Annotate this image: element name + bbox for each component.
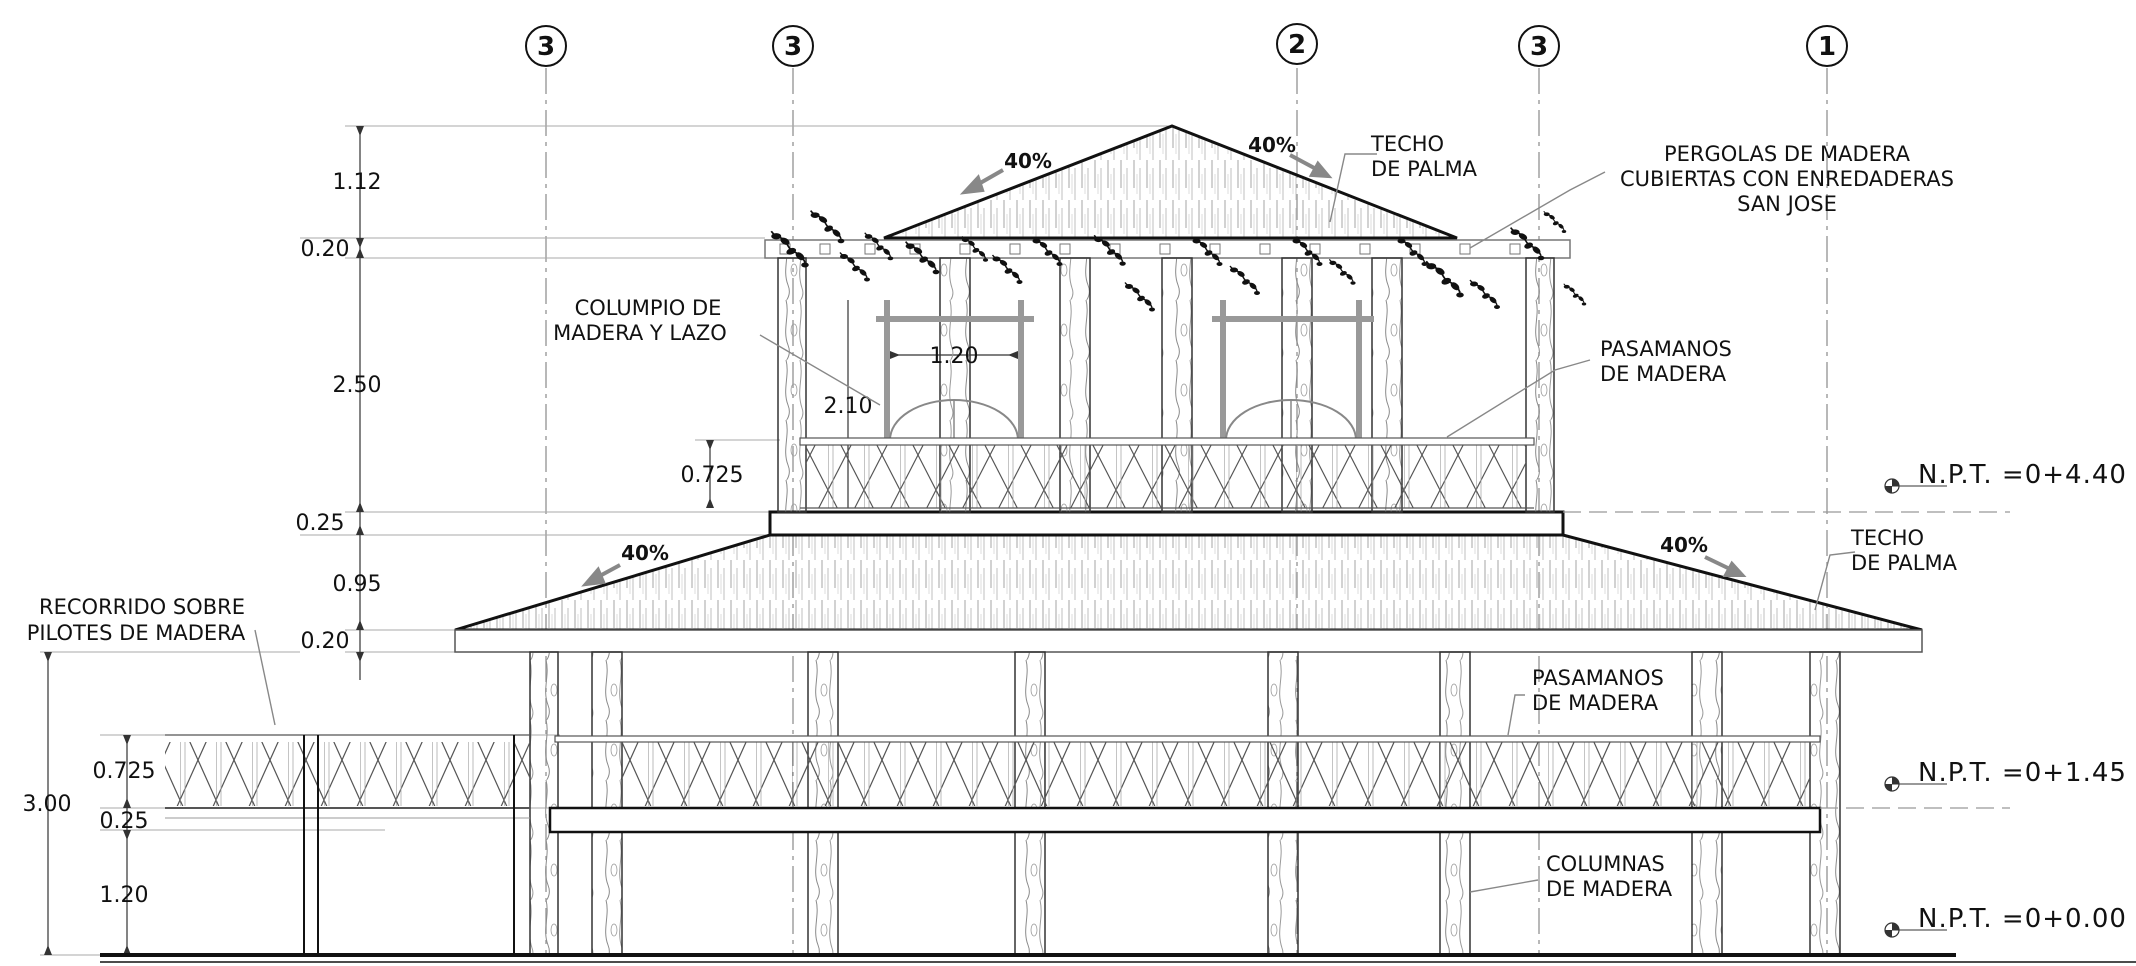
note-line: CUBIERTAS CON ENREDADERAS: [1620, 167, 1954, 191]
slope-label: 40%: [1248, 133, 1296, 157]
grid-marker-circle: [1518, 25, 1560, 67]
upper-railing: [799, 437, 1535, 509]
level-label-ground: N.P.T. =0+0.00: [1918, 904, 2127, 934]
note-line: DE PALMA: [1371, 157, 1478, 181]
boardwalk: [165, 734, 530, 955]
dim-label: 0.725: [681, 463, 744, 488]
annotation-columnas: COLUMNAS DE MADERA: [1546, 852, 1673, 901]
dim-label: 0.725: [93, 759, 156, 784]
grid-marker-label: 3: [1530, 32, 1548, 62]
note-line: MADERA Y LAZO: [553, 321, 727, 345]
annotation-pasamanos-upper: PASAMANOS DE MADERA: [1600, 337, 1732, 386]
lower-railing: [548, 735, 1822, 834]
annotation-columpio: COLUMPIO DE MADERA Y LAZO: [553, 296, 727, 345]
dim-label: 1.20: [100, 883, 149, 908]
dimension-lines: [47, 126, 1018, 955]
level-label-middle: N.P.T. =0+1.45: [1918, 758, 2127, 788]
note-line: DE MADERA: [1532, 691, 1659, 715]
dim-label: 0.25: [296, 511, 345, 536]
note-line: TECHO: [1850, 526, 1924, 550]
dimension-labels-upper: 1.12 0.20 2.50 0.725 0.25 0.95 0.20: [296, 170, 744, 654]
grid-marker-label: 2: [1288, 30, 1306, 60]
grid-marker-circle: [1806, 25, 1848, 67]
note-line: DE PALMA: [1851, 551, 1958, 575]
note-line: PILOTES DE MADERA: [27, 621, 246, 645]
annotation-techo-upper: TECHO DE PALMA: [1370, 132, 1478, 181]
swing-left: [876, 300, 1034, 441]
dim-label: 0.95: [333, 572, 382, 597]
upper-roof: [764, 124, 1571, 259]
grid-marker-circle: [1276, 23, 1318, 65]
note-line: COLUMNAS: [1546, 852, 1665, 876]
dim-label: 0.20: [301, 237, 350, 262]
annotation-recorrido: RECORRIDO SOBRE PILOTES DE MADERA: [27, 595, 246, 645]
pergola-height-label: 2.10: [824, 394, 873, 419]
note-line: PERGOLAS DE MADERA: [1664, 142, 1911, 166]
lower-floor-beam: [548, 806, 1822, 834]
annotation-pasamanos-lower: PASAMANOS DE MADERA: [1532, 666, 1664, 715]
slope-label: 40%: [1004, 149, 1052, 173]
note-line: PASAMANOS: [1532, 666, 1664, 690]
note-line: COLUMPIO DE: [575, 296, 722, 320]
dim-label: 0.25: [100, 809, 149, 834]
grid-marker-circle: [525, 25, 567, 67]
swing-right: [1212, 300, 1374, 441]
leader-lines: [254, 153, 1856, 893]
slope-label: 40%: [621, 541, 669, 565]
grid-marker-circle: [772, 25, 814, 67]
level-label-upper: N.P.T. =0+4.40: [1918, 460, 2127, 490]
note-line: DE MADERA: [1600, 362, 1727, 386]
ground-line: [100, 953, 2136, 963]
grid-marker-label: 3: [784, 32, 802, 62]
annotation-techo-lower: TECHO DE PALMA: [1850, 526, 1958, 575]
grid-marker-label: 1: [1818, 32, 1836, 62]
lower-roof: [454, 533, 1923, 653]
note-line: DE MADERA: [1546, 877, 1673, 901]
note-line: SAN JOSE: [1737, 192, 1837, 216]
level-markers: [1884, 478, 1947, 938]
dimension-labels-lower: 3.00 0.725 0.25 1.20: [23, 759, 156, 908]
grid-marker-label: 3: [537, 32, 555, 62]
upper-floor-slab: [768, 510, 1565, 537]
dim-label: 3.00: [23, 792, 72, 817]
boardwalk-piles: [303, 735, 515, 955]
level-lines: [1563, 511, 2010, 809]
dim-label: 2.50: [333, 373, 382, 398]
note-line: PASAMANOS: [1600, 337, 1732, 361]
note-line: TECHO: [1370, 132, 1444, 156]
dim-label: 1.12: [333, 170, 382, 195]
pergola-width-label: 1.20: [930, 344, 979, 369]
slope-label: 40%: [1660, 533, 1708, 557]
note-line: RECORRIDO SOBRE: [39, 595, 245, 619]
dim-label: 0.20: [301, 629, 350, 654]
slope-arrows: [581, 153, 1747, 587]
annotation-pergolas: PERGOLAS DE MADERA CUBIERTAS CON ENREDAD…: [1620, 142, 1954, 216]
dimension-ticks: [44, 126, 1018, 955]
